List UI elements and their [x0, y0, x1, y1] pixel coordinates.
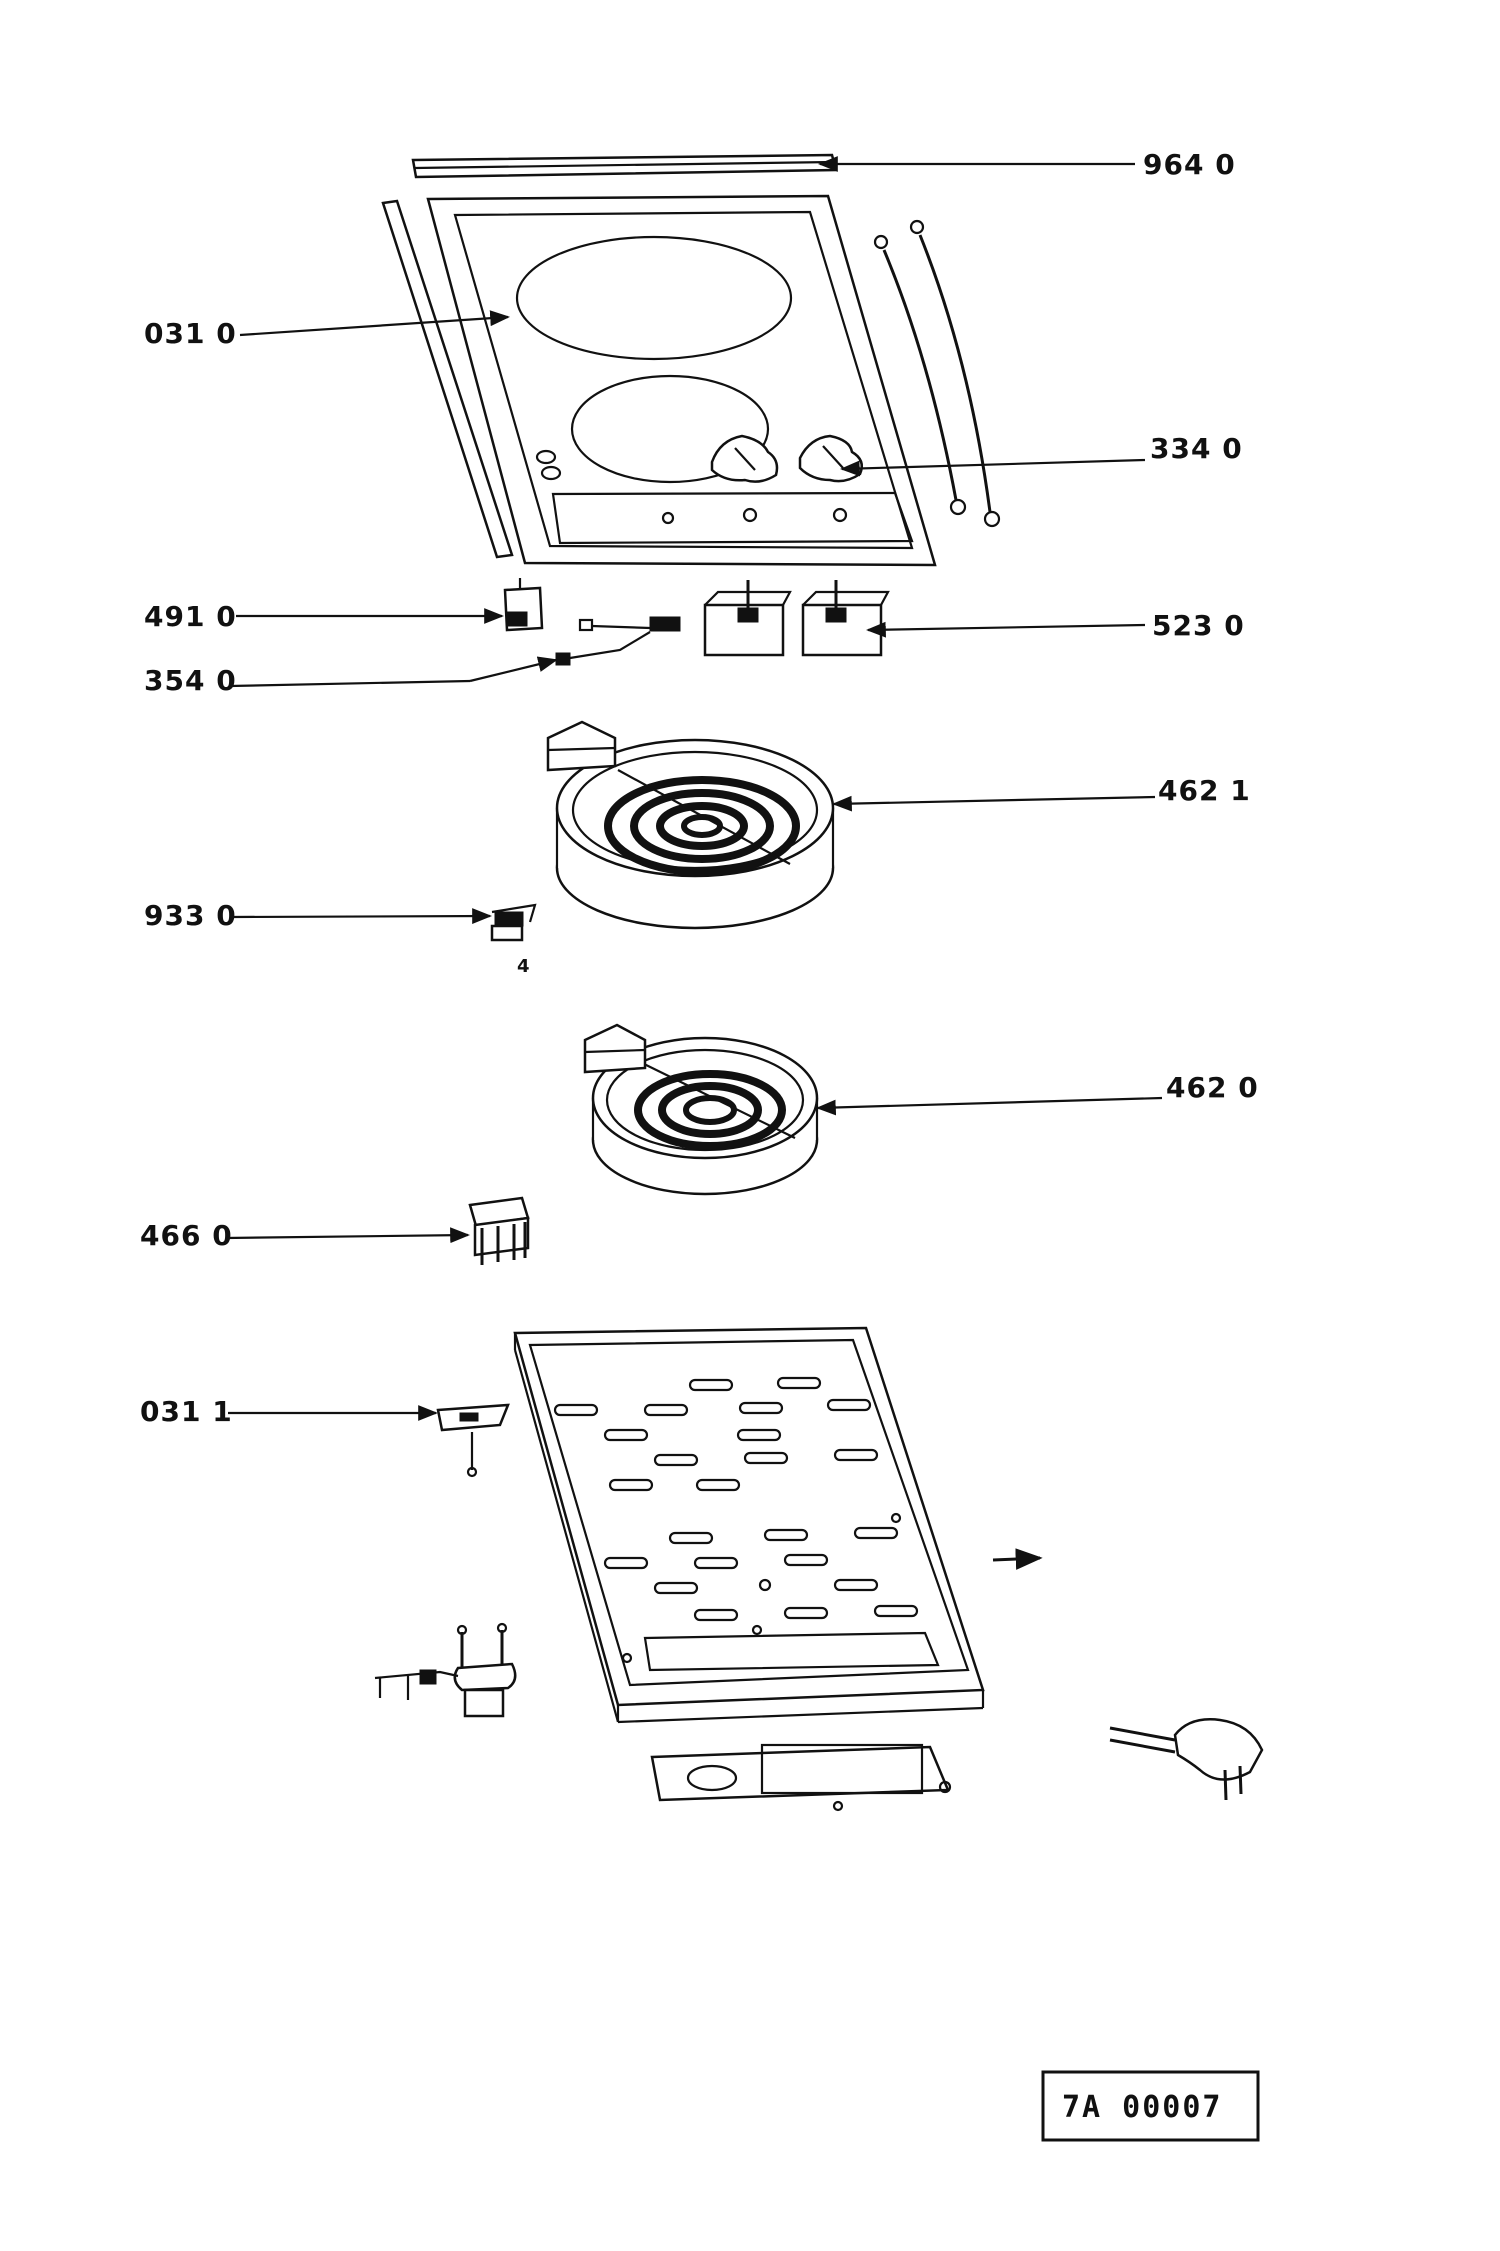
part-label-0310: 031 0: [144, 317, 237, 350]
large-heating-element-part: [546, 720, 835, 930]
part-label-9330: 933 0: [144, 899, 237, 932]
mounting-plate-part: [650, 1743, 952, 1812]
small-bracket-screw-part: [436, 1403, 510, 1478]
leader-5230: [866, 621, 1146, 638]
leader-4660: [225, 1227, 470, 1244]
leader-3540: [229, 679, 471, 688]
earth-wires-part: [873, 219, 1001, 528]
part-label-4660: 466 0: [140, 1219, 233, 1252]
power-plug-part: [1109, 1718, 1264, 1801]
leader-3340: [840, 458, 1146, 477]
leader-4620: [816, 1096, 1163, 1116]
terminal-block-part: [374, 1622, 517, 1718]
leader-0310: [239, 310, 510, 337]
energy-regulators-part: [703, 580, 890, 657]
diagram-code-text: 7A 00007: [1062, 2090, 1223, 2125]
part-label-5230: 523 0: [1152, 609, 1245, 642]
trim-strip-part: [411, 153, 838, 179]
diagram-code-box: 7A 00007: [1041, 2070, 1260, 2142]
leader-9330: [231, 908, 492, 924]
bottom-tray-part: [513, 1326, 985, 1724]
leader-3540b: [469, 656, 558, 683]
small-heating-element-part: [583, 1023, 819, 1196]
part-label-3340: 334 0: [1150, 432, 1243, 465]
part-label-4910: 491 0: [144, 600, 237, 633]
part-label-9640: 964 0: [1143, 148, 1236, 181]
part-label-0311: 031 1: [140, 1395, 233, 1428]
part-label-3540: 354 0: [144, 664, 237, 697]
wiring-connector-part: [555, 616, 681, 666]
small-mark-label: 4: [517, 956, 530, 977]
part-label-4620: 462 0: [1166, 1071, 1259, 1104]
leader-4621: [832, 795, 1156, 812]
clip-part: 4: [490, 903, 537, 977]
cooktop-glass-part: [381, 194, 937, 567]
direction-arrow: [992, 1548, 1043, 1570]
bracket-part: [468, 1196, 530, 1265]
part-label-4621: 462 1: [1158, 774, 1251, 807]
thermostat-part: [503, 578, 544, 632]
